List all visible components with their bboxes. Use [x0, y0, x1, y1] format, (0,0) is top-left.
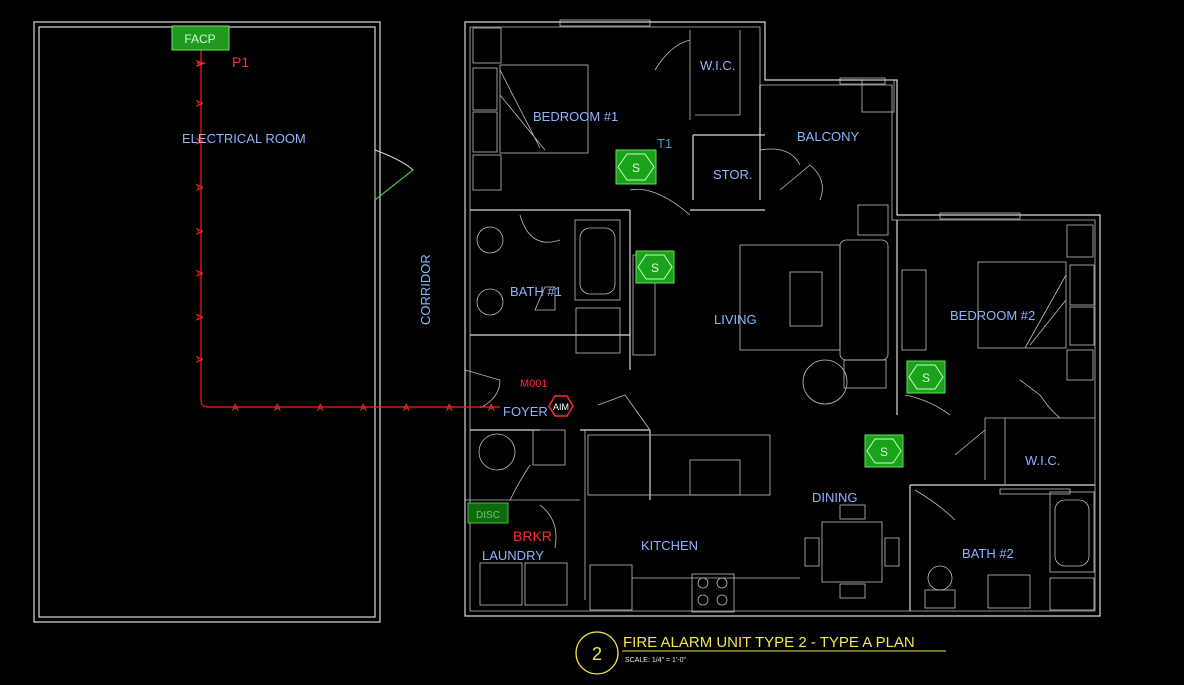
disc-label: DISC — [476, 510, 500, 521]
wire-marker: A — [446, 403, 453, 414]
wire-marker: A — [193, 228, 204, 235]
facp-panel[interactable]: FACP — [171, 25, 230, 51]
smoke-label: S — [880, 445, 888, 459]
electrical-room-walls — [33, 21, 381, 623]
electrical-room-label: ELECTRICAL ROOM — [182, 131, 306, 146]
corridor-label: CORRIDOR — [418, 254, 433, 325]
smoke-detector-dining[interactable]: S — [864, 434, 904, 468]
wire-marker: A — [193, 270, 204, 277]
wire-marker: A — [193, 138, 204, 145]
bath1-label: BATH #1 — [510, 284, 562, 299]
bedroom2-label: BEDROOM #2 — [950, 308, 1035, 323]
bath2-label: BATH #2 — [962, 546, 1014, 561]
title-text: FIRE ALARM UNIT TYPE 2 - TYPE A PLAN — [623, 634, 915, 651]
smoke-label: S — [922, 371, 930, 385]
wire-marker: A — [193, 314, 204, 321]
breaker-label: BRKR — [513, 528, 552, 544]
smoke-detector-bedroom2[interactable]: S — [906, 360, 946, 394]
module-tag: M001 — [520, 378, 548, 390]
wire-marker: A — [193, 100, 204, 107]
wire-marker: A — [488, 403, 495, 414]
smoke-detector-bedroom1[interactable]: S — [615, 149, 657, 185]
disconnect-switch[interactable]: DISC — [467, 502, 509, 524]
balcony-label: BALCONY — [797, 129, 859, 144]
aim-label: AIM — [553, 402, 569, 412]
wire-marker: A — [317, 403, 324, 414]
title-scale: SCALE: 1/4" = 1'-0" — [625, 657, 686, 664]
unit-walls — [464, 19, 1101, 617]
smoke-label: S — [651, 261, 659, 275]
wire-marker: A — [193, 184, 204, 191]
facp-label: FACP — [184, 32, 215, 46]
wire-marker: A — [403, 403, 410, 414]
wire-marker: A — [193, 60, 204, 67]
laundry-label: LAUNDRY — [482, 548, 544, 563]
dining-label: DINING — [812, 490, 858, 505]
smoke-label: S — [632, 161, 640, 175]
kitchen-label: KITCHEN — [641, 538, 698, 553]
wire-marker: A — [360, 403, 367, 414]
stor-label: STOR. — [713, 167, 753, 182]
fire-alarm-circuit — [196, 50, 500, 408]
thermostat-tag: T1 — [657, 136, 672, 151]
wic1-label: W.I.C. — [700, 58, 735, 73]
panel-tag: P1 — [232, 54, 249, 70]
wire-marker: A — [274, 403, 281, 414]
aim-module[interactable]: AIM — [548, 395, 574, 417]
title-number: 2 — [592, 644, 602, 664]
wire-marker: A — [232, 403, 239, 414]
wire-marker: A — [193, 356, 204, 363]
bedroom1-label: BEDROOM #1 — [533, 109, 618, 124]
wire-markers: A A A A A A A A A A A A A A A — [193, 60, 495, 414]
wic2-label: W.I.C. — [1025, 453, 1060, 468]
smoke-detector-hall[interactable]: S — [635, 250, 675, 284]
living-label: LIVING — [714, 312, 757, 327]
foyer-label: FOYER — [503, 404, 548, 419]
electrical-room-door — [372, 149, 414, 202]
title-block: 2 FIRE ALARM UNIT TYPE 2 - TYPE A PLAN S… — [575, 631, 946, 675]
